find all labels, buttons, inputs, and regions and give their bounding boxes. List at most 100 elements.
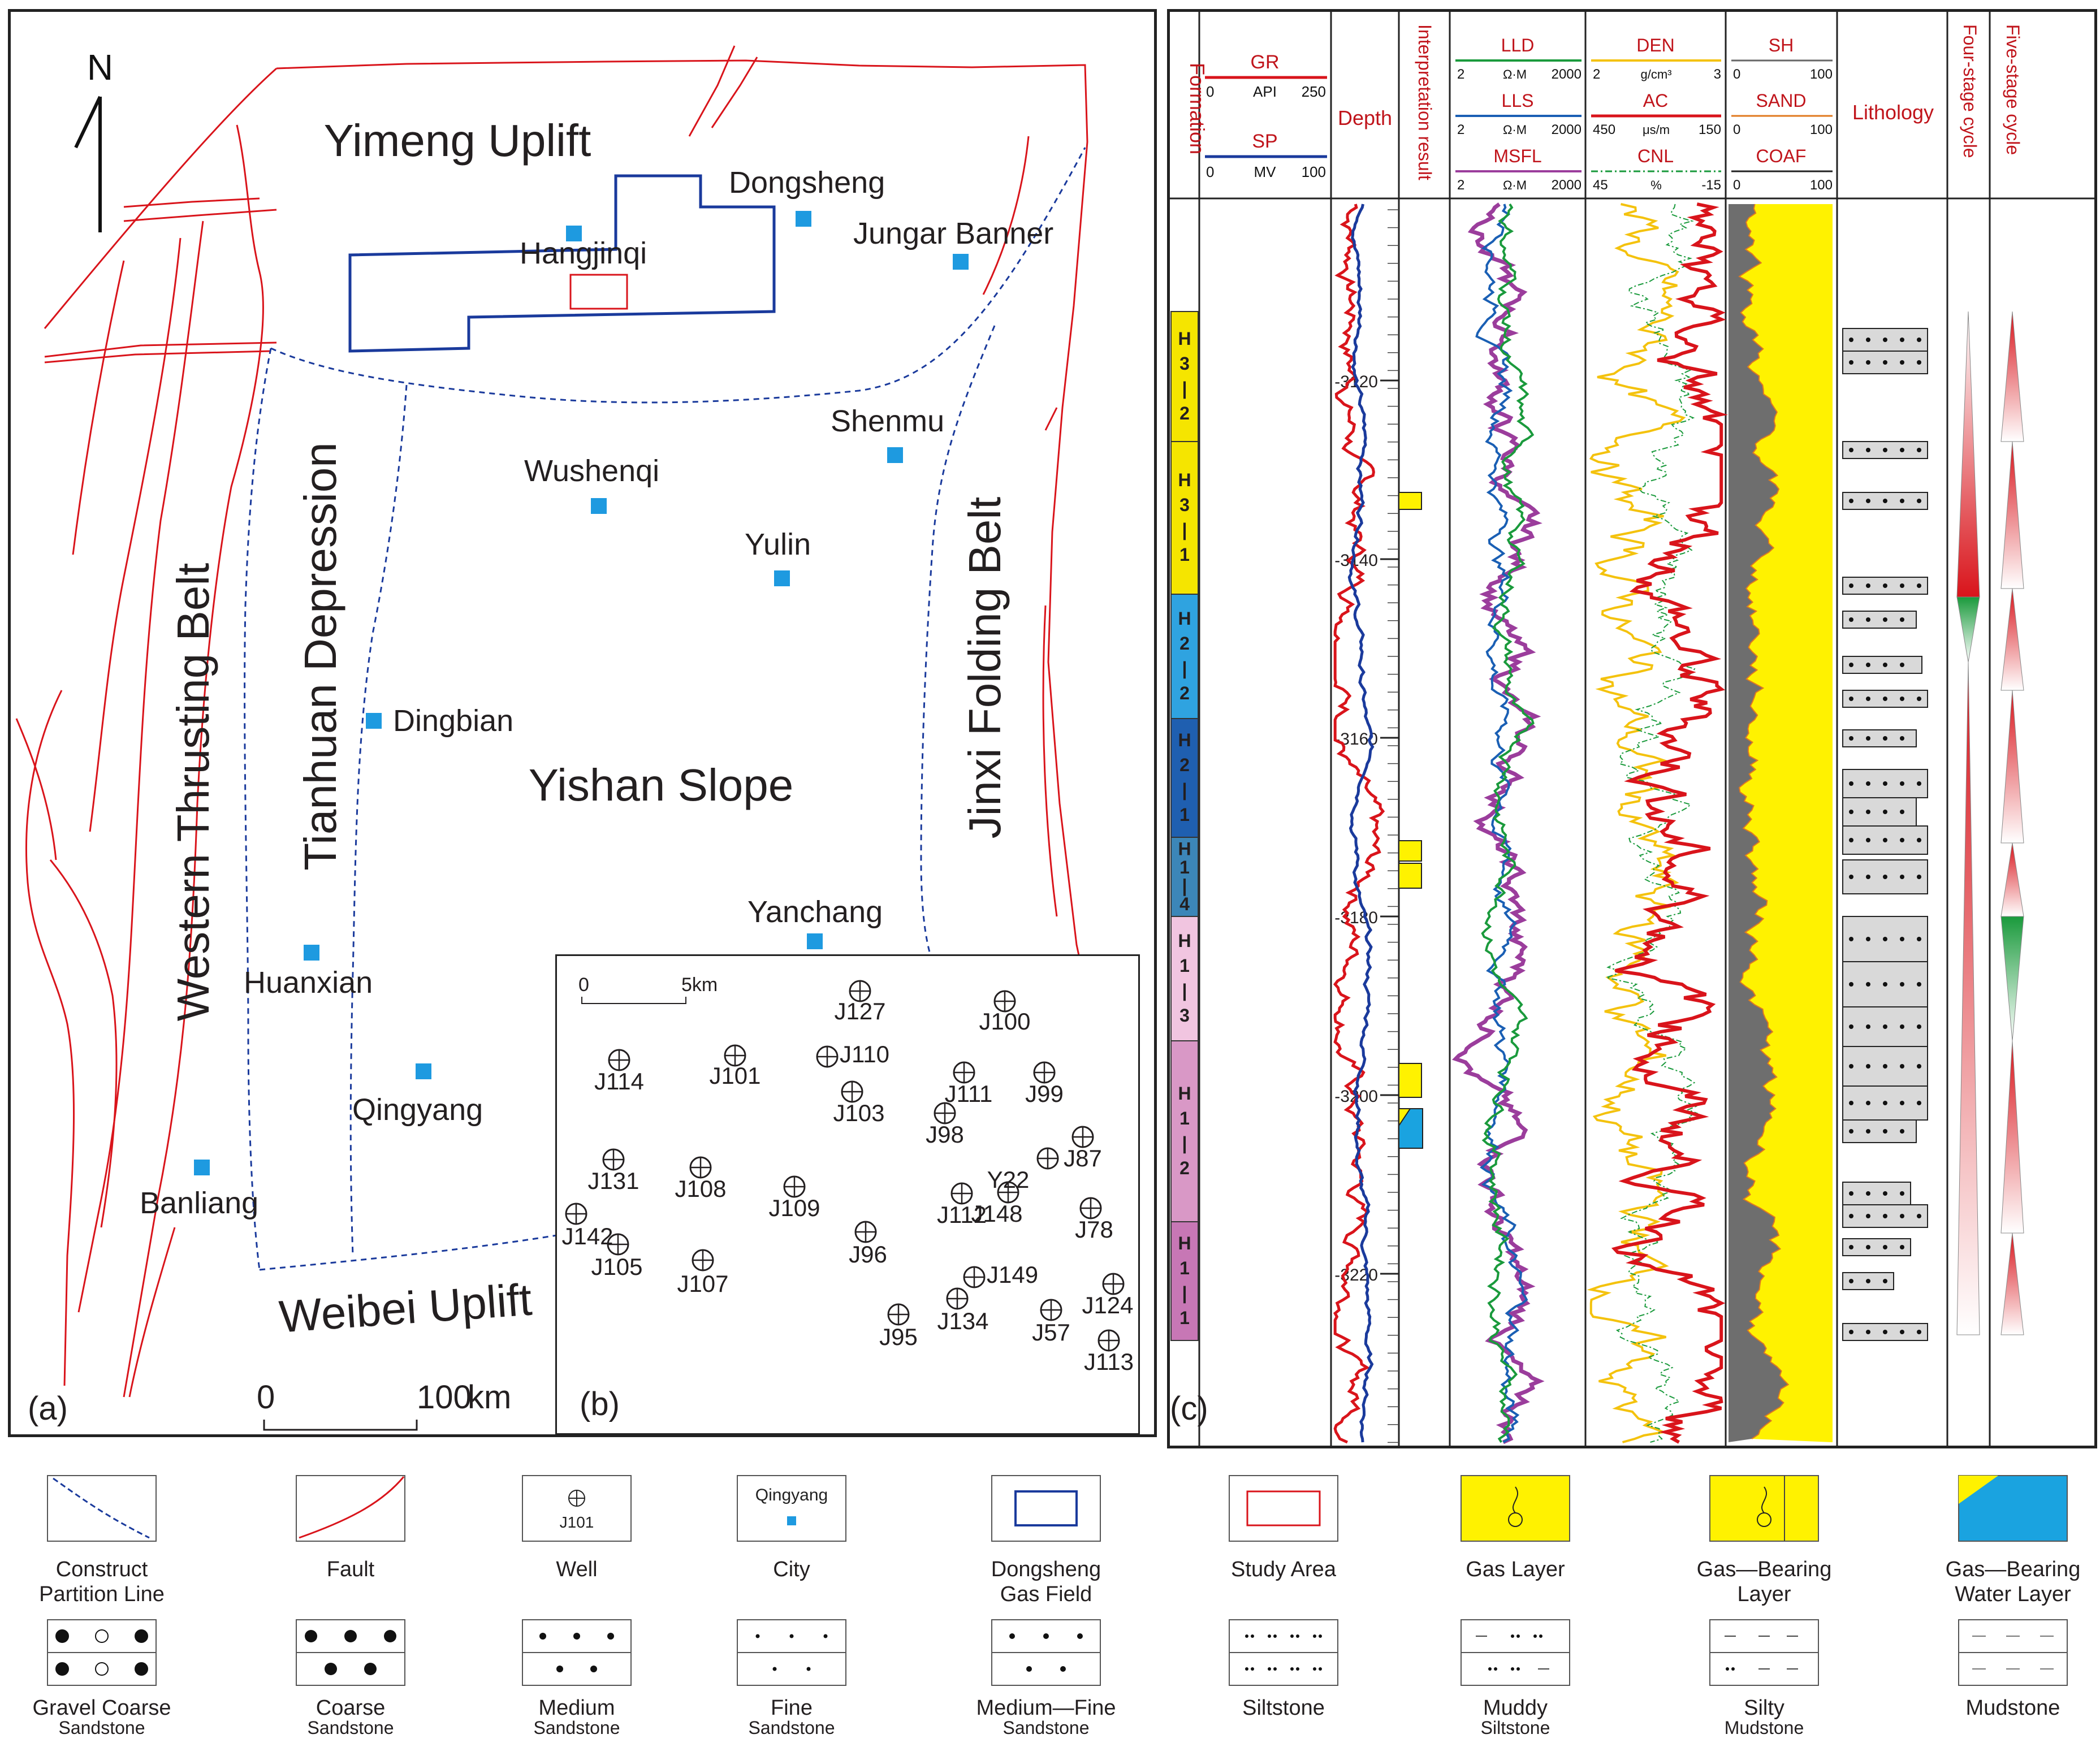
city-marker-huanxian	[304, 945, 319, 961]
msfl-unit: Ω·M	[1503, 178, 1527, 192]
map-scale-start: 0	[257, 1379, 275, 1416]
city-marker-shenmu	[887, 447, 903, 463]
legend-item-study-area: Study Area	[1229, 1475, 1338, 1581]
header-lithology: Lithology	[1852, 101, 1934, 124]
lithology-bed	[1842, 797, 1917, 827]
city-marker-dingbian	[366, 713, 382, 729]
city-jungar-banner: Jungar Banner	[853, 217, 1053, 250]
well-j111[interactable]: J111	[945, 1061, 993, 1107]
well-j87[interactable]: J87	[1064, 1126, 1102, 1171]
lithology-bed	[1842, 1119, 1917, 1143]
region-western-thrusting-belt: Western Thrusting Belt	[168, 563, 218, 1022]
legend-label: Sandstone	[1003, 1718, 1089, 1738]
depth-tick-label: -3180	[1334, 909, 1378, 927]
formation-glyph: H	[1178, 608, 1191, 629]
well-label: J105	[591, 1253, 642, 1280]
well-j109[interactable]: J109	[768, 1175, 820, 1221]
well-j110[interactable]: J110	[816, 1041, 889, 1068]
well-j149[interactable]: J149	[963, 1261, 1038, 1288]
well-label: J134	[937, 1308, 988, 1334]
well-j148[interactable]: J148	[971, 1181, 1023, 1227]
wells-scale-bar: 0 5km	[578, 974, 718, 1004]
formation-glyph: 2	[1179, 403, 1190, 423]
region-yimeng-uplift: Yimeng Uplift	[324, 115, 591, 166]
well-j127[interactable]: J127	[834, 980, 886, 1024]
well-j124[interactable]: J124	[1082, 1273, 1134, 1318]
well-j108[interactable]: J108	[675, 1156, 727, 1202]
well-j99[interactable]: J99	[1025, 1061, 1064, 1107]
panel-label-b: (b)	[580, 1386, 620, 1422]
well-j100[interactable]: J100	[979, 990, 1031, 1035]
legend-label: Sandstone	[307, 1718, 394, 1738]
lithology-bed	[1842, 492, 1928, 510]
well-label: J95	[879, 1324, 918, 1350]
cities: Dongsheng Hangjinqi Jungar Banner Shenmu…	[140, 166, 1053, 1220]
gr-sp-header: GR 0 API 250 SP 0 MV 100	[1205, 51, 1327, 180]
well-label: J108	[675, 1175, 726, 1202]
cnl-name: CNL	[1637, 146, 1674, 166]
log-curves	[1333, 202, 1833, 1444]
well-j95[interactable]: J95	[879, 1303, 918, 1350]
well-j101[interactable]: J101	[709, 1044, 761, 1089]
header-four-stage: Four-stage cycle	[1960, 24, 1980, 158]
legend-item-fault: Fault	[296, 1475, 405, 1581]
legend-label: Siltstone	[1242, 1696, 1325, 1720]
well-label: J114	[594, 1068, 644, 1095]
gas-bearing-mark	[1398, 840, 1422, 862]
cnl-max: -15	[1701, 178, 1721, 193]
legend-label: Gas—Bearing	[1697, 1558, 1832, 1581]
den-curve	[1587, 203, 1686, 1443]
region-weibei-uplift: Weibei Uplift	[278, 1274, 534, 1342]
lithology-bed	[1842, 1323, 1928, 1341]
ac-unit: μs/m	[1643, 123, 1670, 137]
legend-label: Sandstone	[748, 1718, 835, 1738]
legend-label: Water Layer	[1955, 1582, 2071, 1606]
formation-glyph: |	[1182, 980, 1187, 1001]
log-column-lines	[1170, 12, 2094, 1446]
well-j107[interactable]: J107	[677, 1249, 729, 1297]
well-j96[interactable]: J96	[849, 1221, 887, 1268]
lithology-bed	[1842, 825, 1928, 855]
well-j114[interactable]: J114	[594, 1049, 644, 1095]
well-j113[interactable]: J113	[1084, 1329, 1134, 1375]
well-label: J99	[1025, 1080, 1064, 1107]
city-huanxian: Huanxian	[244, 966, 373, 1000]
lithology-bed	[1842, 1085, 1928, 1121]
well-j105[interactable]: J105	[591, 1233, 643, 1280]
city-marker-wushenqi	[591, 498, 607, 514]
well-y22[interactable]: Y22	[987, 1147, 1059, 1193]
well-label: J124	[1082, 1292, 1133, 1318]
lithology-bed	[1842, 690, 1928, 708]
well-j57[interactable]: J57	[1032, 1299, 1070, 1346]
well-label: J111	[945, 1080, 993, 1107]
well-j112[interactable]: J112	[937, 1182, 987, 1228]
formation-h1-2: H1|2	[1170, 1040, 1199, 1222]
sp-name: SP	[1252, 131, 1277, 152]
well-label: J127	[834, 998, 885, 1024]
legend-label: Muddy	[1483, 1696, 1548, 1720]
shale-fill	[1729, 204, 1788, 1442]
legend-label: Gravel Coarse	[33, 1696, 171, 1720]
well-j98[interactable]: J98	[926, 1102, 964, 1148]
svg-text:J101: J101	[560, 1513, 594, 1531]
well-j134[interactable]: J134	[937, 1287, 989, 1334]
lithology-column	[1842, 328, 1928, 1341]
well-j78[interactable]: J78	[1075, 1197, 1113, 1243]
formation-glyph: |	[1182, 1133, 1187, 1153]
map-scale-end: 100	[417, 1379, 472, 1416]
depth-tick-label: -3220	[1334, 1266, 1378, 1284]
well-j142[interactable]: J142	[561, 1203, 613, 1249]
formation-glyph: |	[1182, 378, 1187, 399]
well-j103[interactable]: J103	[833, 1080, 885, 1126]
legend-label: Siltstone	[1481, 1718, 1550, 1738]
legend-label: Fine	[771, 1696, 813, 1720]
well-j131[interactable]: J131	[587, 1148, 639, 1194]
header-depth: Depth	[1338, 106, 1392, 129]
formation-h3-1: H3|1	[1170, 441, 1199, 595]
lithology-bed	[1842, 859, 1928, 894]
city-banliang: Banliang	[140, 1186, 258, 1220]
lithology-bed	[1842, 351, 1928, 374]
legend-litho-mudstone: Mudstone	[1958, 1619, 2068, 1720]
